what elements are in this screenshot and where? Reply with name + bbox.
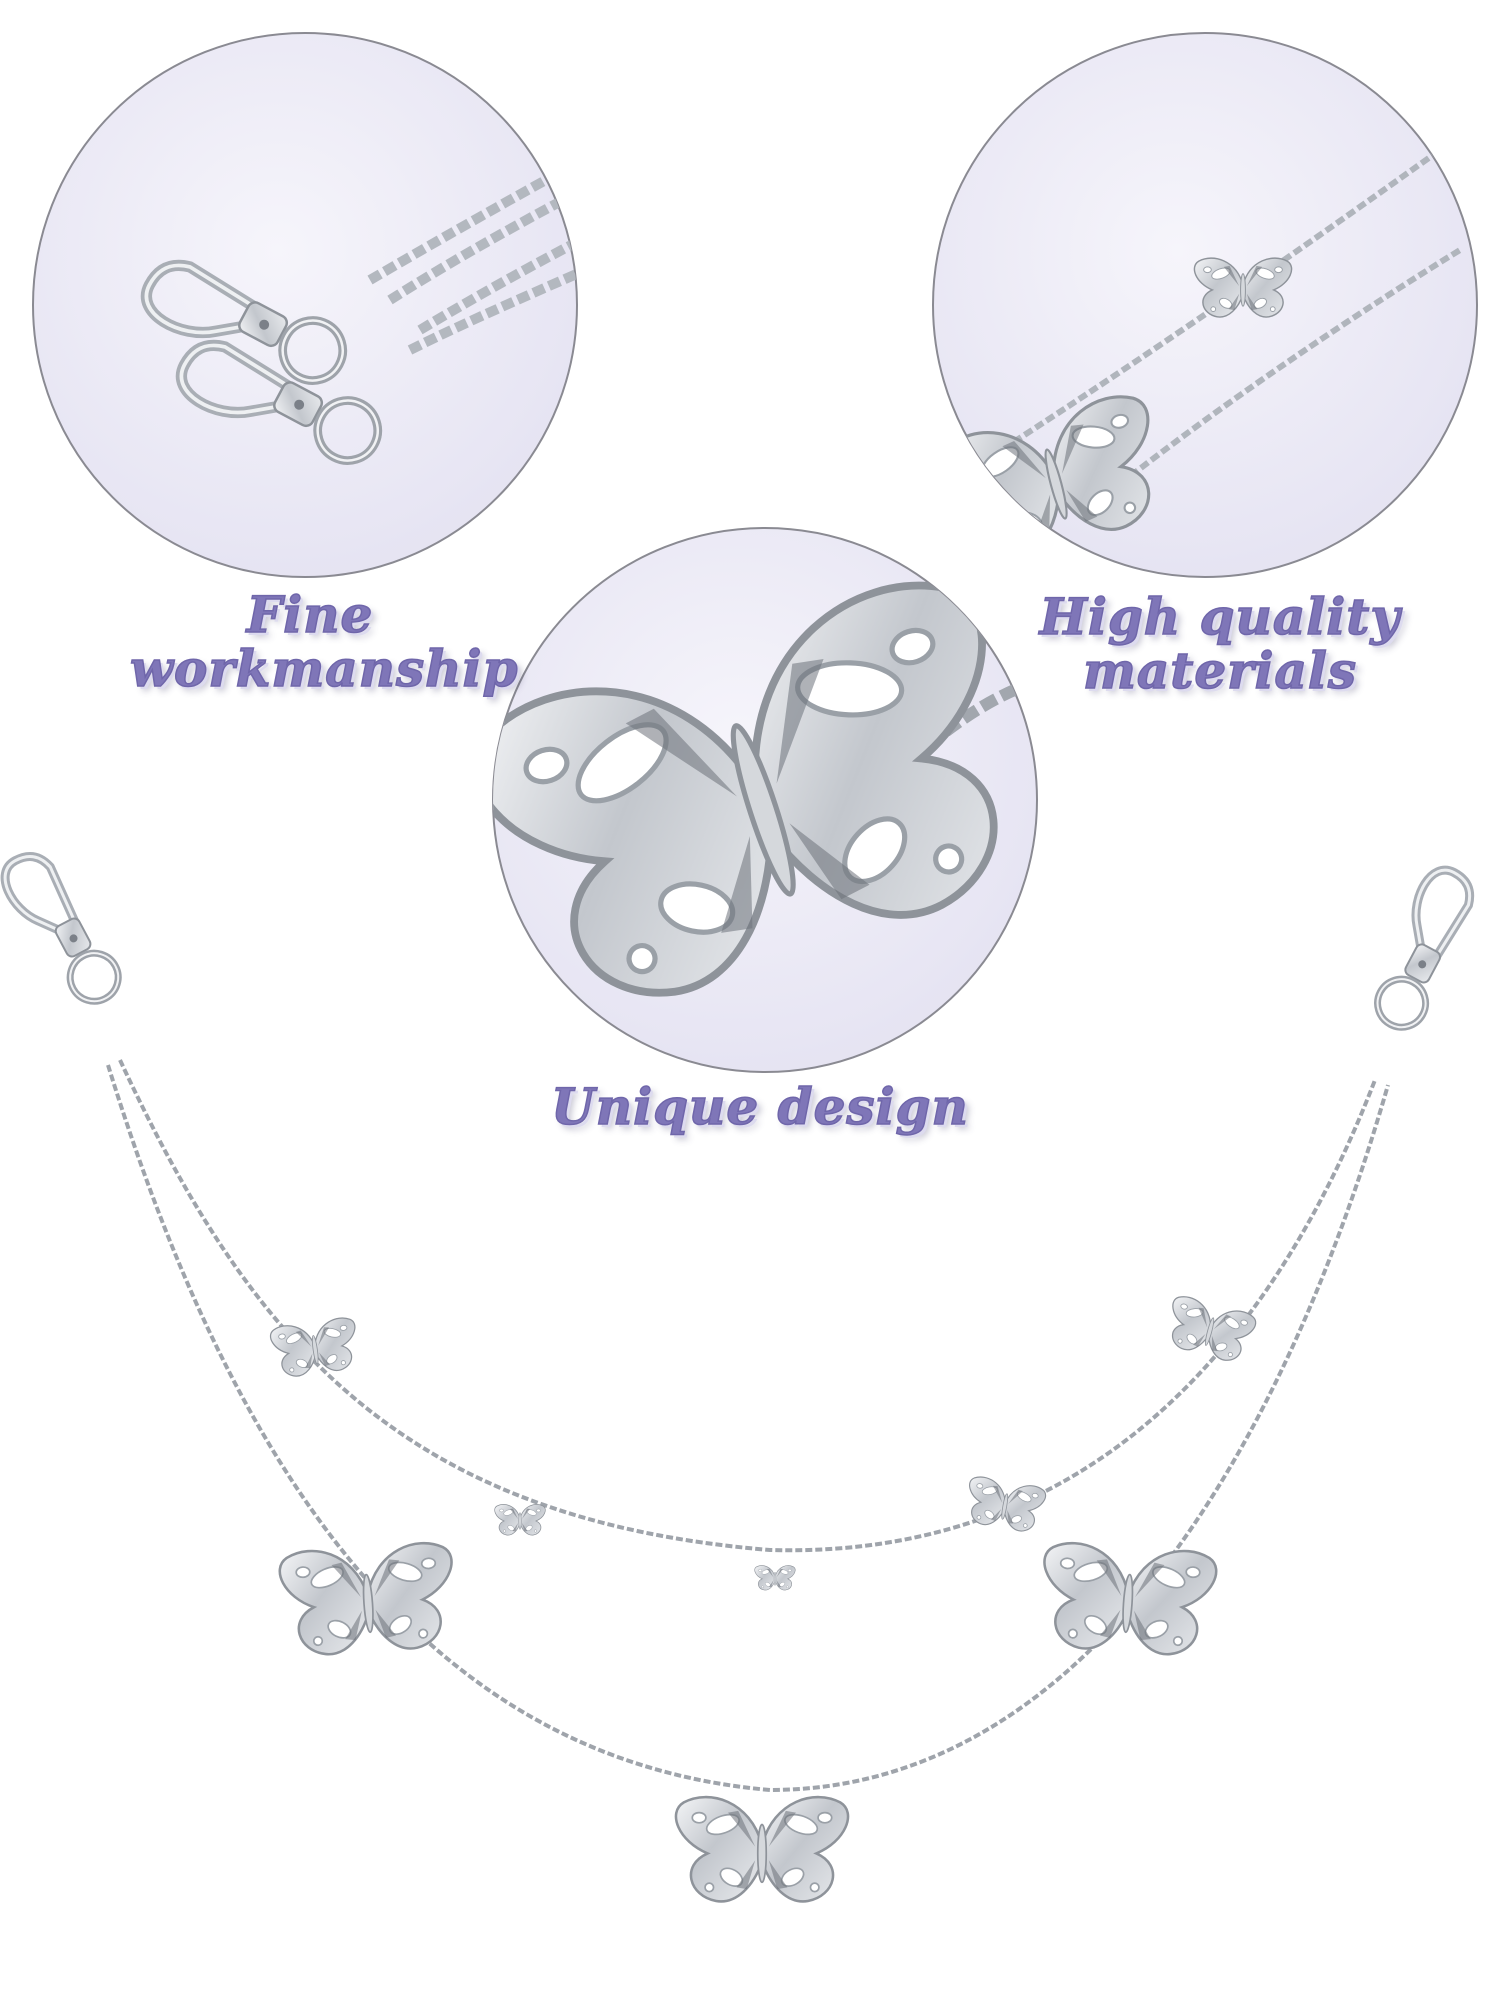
butterfly-chain-product <box>0 842 1489 1903</box>
detail-circle-clasps <box>32 32 578 578</box>
caption-line: materials <box>1082 641 1358 700</box>
caption-unique-design: Unique design <box>540 1077 980 1136</box>
lobster-clasp-icon <box>0 842 127 1015</box>
caption-line: Unique design <box>550 1077 969 1136</box>
detail-circle-design <box>492 527 1038 1073</box>
caption-line: High quality <box>1039 587 1401 646</box>
caption-high-quality-materials: High quality materials <box>1030 587 1410 700</box>
butterfly-icon <box>268 1315 362 1380</box>
lobster-clasp-icon <box>1359 863 1489 1036</box>
caption-line: workmanship <box>129 639 519 698</box>
caption-line: Fine <box>246 585 374 644</box>
chain-icon <box>118 1059 1377 1553</box>
detail-circle-materials <box>932 32 1478 578</box>
caption-fine-workmanship: Fine workmanship <box>129 585 519 698</box>
